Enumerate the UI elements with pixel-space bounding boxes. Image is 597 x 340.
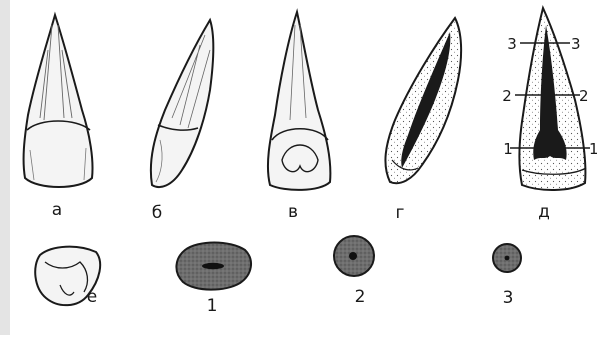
- tooth-view-g: [385, 18, 461, 183]
- level-3-left: 3: [507, 35, 517, 53]
- cross-section-2: [334, 236, 374, 276]
- label-g: г: [396, 203, 405, 223]
- cross-section-label-3: 3: [503, 288, 514, 308]
- label-d: д: [538, 202, 550, 222]
- label-b: б: [152, 203, 162, 223]
- label-a: а: [52, 200, 62, 220]
- level-2-left: 2: [502, 87, 512, 105]
- cross-section-label-1: 1: [207, 296, 218, 316]
- label-v: в: [288, 202, 298, 222]
- tooth-view-a: [24, 15, 93, 187]
- level-3-right: 3: [571, 35, 581, 53]
- label-e: е: [87, 287, 97, 307]
- scan-edge: [0, 0, 10, 335]
- cross-section-1: [176, 243, 251, 290]
- tooth-view-v: [268, 12, 330, 190]
- cross-section-3: [493, 244, 521, 272]
- level-1-left: 1: [503, 140, 513, 158]
- level-2-right: 2: [579, 87, 589, 105]
- level-1-right: 1: [589, 140, 597, 158]
- cross-section-label-2: 2: [355, 287, 366, 307]
- tooth-view-b: [151, 20, 214, 187]
